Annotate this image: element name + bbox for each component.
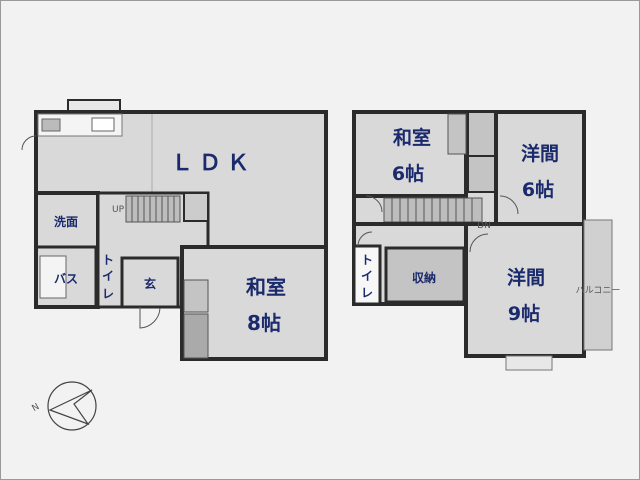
label-balcony: バルコニー xyxy=(576,285,621,296)
closet-1f xyxy=(183,192,209,222)
tokonoma xyxy=(183,279,209,313)
room-washitsu-6 xyxy=(352,110,468,198)
label-youma-6-size: 6帖 xyxy=(522,178,554,201)
label-compass-north: N xyxy=(31,402,42,414)
room-youma-6 xyxy=(494,110,586,226)
compass: N xyxy=(31,381,97,431)
label-ldk: ＬＤＫ xyxy=(171,151,255,176)
side-door xyxy=(21,135,37,151)
door-youma-9 xyxy=(469,233,489,253)
label-dn: DN xyxy=(477,221,491,231)
sink-icon xyxy=(91,117,115,132)
label-toilet-2f-a: ト xyxy=(361,253,373,267)
room-genkan xyxy=(120,256,180,309)
bathtub-icon xyxy=(39,255,67,299)
room-youma-9 xyxy=(464,222,586,358)
room-shuno xyxy=(384,246,466,304)
compass-arrow-icon xyxy=(48,389,93,426)
compass-circle xyxy=(47,381,97,431)
genkan-door xyxy=(139,307,161,329)
label-washitsu-8-size: 8帖 xyxy=(247,311,281,335)
label-toilet-1f-c: レ xyxy=(102,287,114,301)
label-toilet-2f-b: イ xyxy=(361,269,373,283)
stove-icon xyxy=(41,118,61,132)
bay-window xyxy=(505,355,553,371)
door-youma-6 xyxy=(499,195,519,215)
door-toilet-2f xyxy=(357,231,373,247)
door-washitsu-6 xyxy=(365,195,383,213)
label-up: UP xyxy=(112,205,125,215)
label-senmen: 洗面 xyxy=(54,214,78,229)
stairs-1f xyxy=(125,195,181,223)
floor-1: ＬＤＫ 洗面 バス ト イ レ 玄 和室 8帖 UP xyxy=(21,99,328,361)
closet-lower xyxy=(467,155,497,193)
label-youma-9-name: 洋間 xyxy=(507,266,545,289)
closet-upper xyxy=(467,111,497,157)
label-genkan: 玄 xyxy=(144,276,156,291)
label-washitsu-6-name: 和室 xyxy=(393,126,431,149)
label-washitsu-8-name: 和室 xyxy=(246,275,286,299)
closet-washitsu-6 xyxy=(447,113,467,155)
label-bath: バス xyxy=(54,272,78,286)
label-youma-6-name: 洋間 xyxy=(521,142,559,165)
label-toilet-2f-c: レ xyxy=(361,286,373,300)
label-toilet-1f-b: イ xyxy=(102,269,114,283)
floor-2: 和室 6帖 洋間 6帖 洋間 9帖 収納 ト イ レ バルコニー DN xyxy=(352,110,621,371)
label-youma-9-size: 9帖 xyxy=(508,302,540,325)
room-toilet-2f xyxy=(352,244,382,306)
oshiire xyxy=(183,313,209,359)
label-washitsu-6-size: 6帖 xyxy=(392,162,424,185)
label-toilet-1f-a: ト xyxy=(102,253,114,267)
label-shuno: 収納 xyxy=(412,270,436,285)
stairs-2f xyxy=(383,197,483,223)
balcony xyxy=(583,219,613,351)
